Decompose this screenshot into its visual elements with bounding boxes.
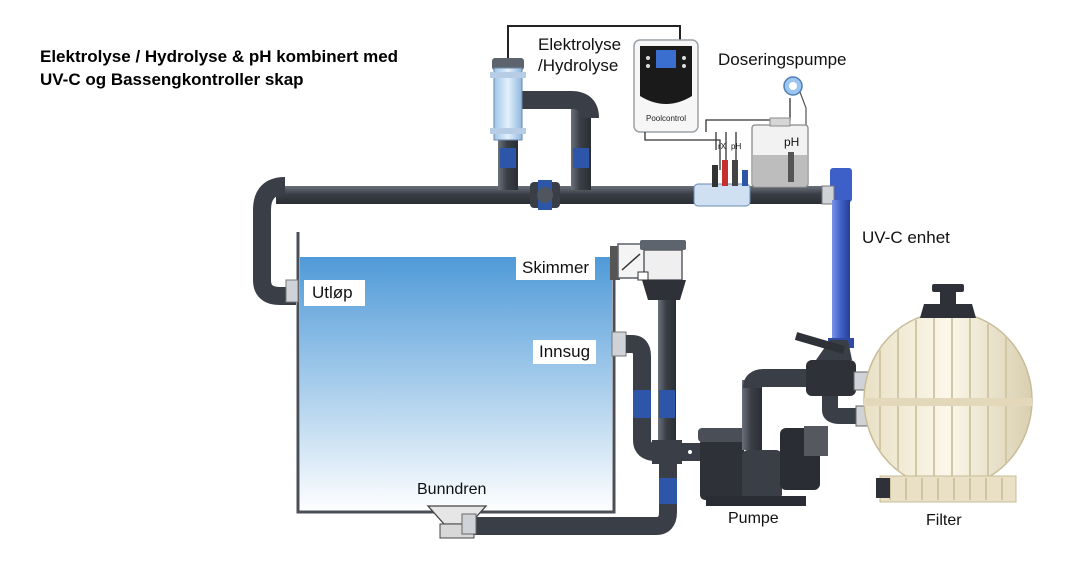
sensor-manifold: rX pH	[693, 142, 751, 207]
filter-label: Filter	[926, 512, 962, 529]
poolcontrol-unit: Poolcontrol	[633, 39, 699, 133]
multiport-valve	[794, 332, 869, 427]
poolcontrol-brand: Poolcontrol	[646, 114, 686, 123]
utlop-label: Utløp	[304, 280, 365, 306]
elektrolyse-label: Elektrolyse /Hydrolyse	[538, 34, 621, 76]
innsug-label: Innsug	[533, 340, 597, 364]
pump	[688, 369, 828, 506]
title-line-2: UV-C og Bassengkontroller skap	[40, 70, 304, 89]
skimmer-pipe	[658, 300, 676, 440]
uvc-unit	[821, 168, 854, 348]
elektrolyse-label-line-1: Elektrolyse	[538, 35, 622, 54]
title-line-1: Elektrolyse / Hydrolyse & pH kombinert m…	[40, 47, 399, 66]
sand-filter	[863, 284, 1033, 503]
cell-cable	[507, 25, 681, 58]
electrolysis-bypass	[498, 91, 599, 210]
controller-cables	[644, 98, 791, 170]
elektrolyse-label-line-2: /Hydrolyse	[538, 56, 619, 75]
doseringspumpe-label: Doseringspumpe	[718, 50, 847, 69]
bunndren-label: Bunndren	[417, 481, 487, 498]
probe-rx-label: rX	[718, 142, 727, 151]
electrolysis-cell	[490, 58, 526, 141]
pumpe-label: Pumpe	[728, 510, 779, 527]
uvc-label: UV-C enhet	[862, 228, 950, 247]
bottom-drain	[426, 505, 488, 539]
drain-pipe	[470, 440, 682, 535]
ph-tank-label: pH	[784, 135, 799, 149]
inlet-pipe	[611, 331, 700, 461]
skimmer-label: Skimmer	[516, 256, 596, 280]
skimmer	[610, 240, 686, 300]
probe-ph-label: pH	[731, 142, 741, 151]
diagram-title: Elektrolyse / Hydrolyse & pH kombinert m…	[40, 45, 398, 91]
ph-tank: pH	[751, 117, 809, 188]
